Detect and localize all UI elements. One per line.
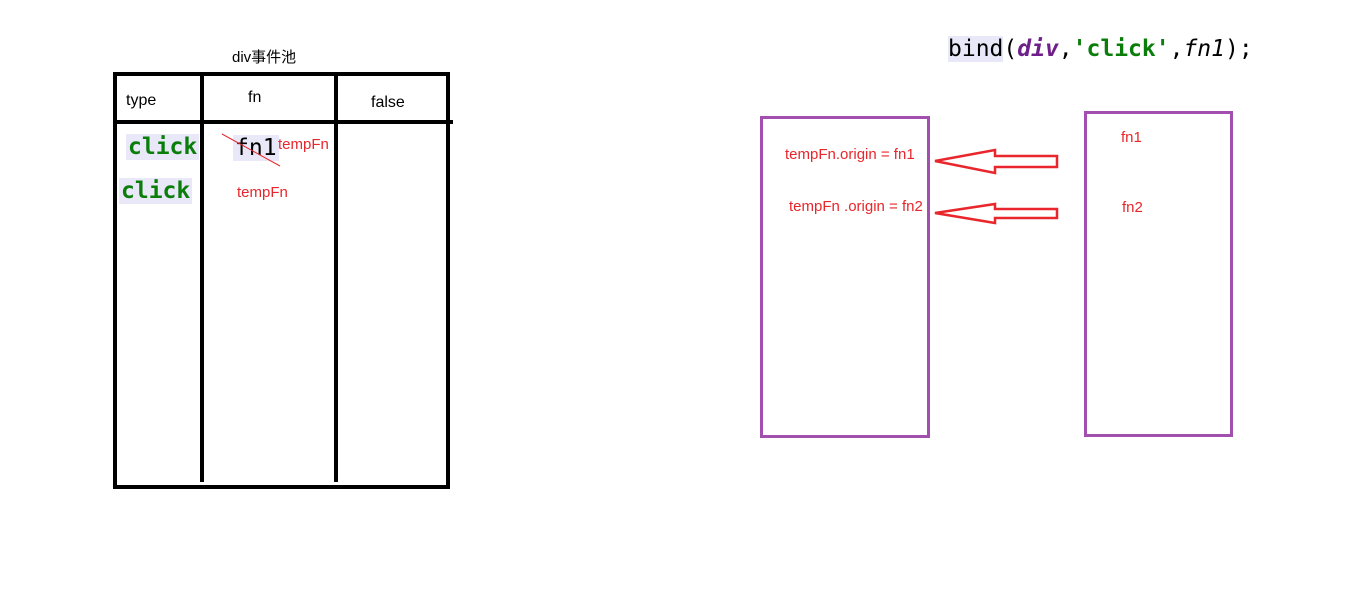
code-func: bind [948, 36, 1004, 62]
row-1-fn-replacement: tempFn [278, 136, 329, 153]
code-comma: , [1058, 36, 1073, 62]
wrapper-entry-2-assign: .origin = fn2 [844, 198, 923, 215]
header-type: type [126, 92, 157, 109]
wrapper-entry-1-assign: .origin = fn1 [835, 146, 915, 163]
code-arg-handler: fn1 [1183, 36, 1225, 62]
original-entry-fn1: fn1 [1121, 129, 1142, 146]
event-pool-title: div事件池 [232, 49, 297, 66]
code-close-paren: ); [1225, 36, 1253, 62]
table-border-bottom [113, 485, 450, 489]
table-border-left [113, 72, 117, 489]
code-arg-event-type: 'click' [1072, 36, 1170, 62]
row-2-fn: tempFn [237, 184, 288, 201]
header-fn: fn [248, 89, 262, 106]
wrapper-functions-box [760, 116, 930, 438]
row-2-type: click [119, 178, 193, 204]
code-open-paren: ( [1003, 36, 1018, 62]
table-header-separator [113, 120, 453, 124]
bind-call-code: bind(div,'click',fn1); [948, 36, 1253, 62]
table-border-right [446, 72, 450, 489]
wrapper-entry-1: tempFn.origin = fn1 [785, 146, 915, 163]
original-functions-box [1084, 111, 1233, 437]
code-arg-element: div [1017, 36, 1059, 62]
arrow-fn1-to-wrapper [934, 148, 1059, 175]
original-entry-fn2: fn2 [1122, 199, 1143, 216]
arrow-fn2-to-wrapper [934, 202, 1059, 225]
table-border-top [113, 72, 450, 76]
code-comma: , [1169, 36, 1184, 62]
wrapper-entry-1-name: tempFn [785, 146, 836, 163]
row-1-fn-struck: fn1 [233, 135, 279, 161]
table-column-divider [334, 72, 338, 482]
strike-line [221, 133, 281, 167]
row-1-type: click [126, 134, 200, 160]
wrapper-entry-2: tempFn .origin = fn2 [789, 198, 923, 215]
wrapper-entry-2-name: tempFn [789, 198, 840, 215]
header-use-capture: false [371, 94, 405, 111]
table-column-divider [200, 72, 204, 482]
